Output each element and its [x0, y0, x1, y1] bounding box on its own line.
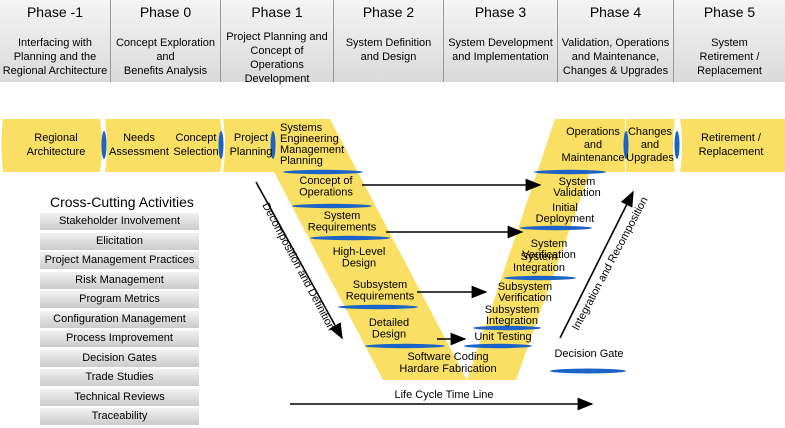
cross-cutting-item: Risk Management — [40, 272, 199, 289]
gate-1 — [102, 131, 107, 159]
cross-cutting-item: Project Management Practices — [40, 252, 199, 269]
decision-gate-legend-marker — [550, 369, 626, 374]
gate-7 — [292, 204, 372, 208]
cross-cutting-item: Process Improvement — [40, 330, 199, 347]
gate-6 — [283, 170, 363, 174]
cross-cutting-title: Cross-Cutting Activities — [50, 194, 194, 210]
cross-cutting-item: Technical Reviews — [40, 389, 199, 406]
cross-cutting-item: Traceability — [40, 408, 199, 425]
gate-5 — [675, 131, 680, 159]
gate-15 — [464, 344, 532, 348]
gate-9 — [338, 305, 418, 309]
gate-2 — [219, 131, 224, 159]
cross-cutting-item: Decision Gates — [40, 350, 199, 367]
gate-12 — [520, 226, 592, 230]
gate-11 — [534, 170, 606, 174]
decision-gate-label: Decision Gate — [554, 348, 623, 360]
right-vee-step-label: Unit Testing — [474, 331, 531, 343]
cross-cutting-item: Program Metrics — [40, 291, 199, 308]
cross-cutting-item: Trade Studies — [40, 369, 199, 386]
cross-cutting-item: Stakeholder Involvement — [40, 213, 199, 230]
cross-cutting-item: Elicitation — [40, 233, 199, 250]
timeline-label: Life Cycle Time Line — [394, 389, 493, 401]
cross-cutting-item: Configuration Management — [40, 311, 199, 328]
gate-10 — [365, 344, 445, 348]
gate-13 — [504, 276, 576, 280]
gate-8 — [310, 236, 390, 240]
